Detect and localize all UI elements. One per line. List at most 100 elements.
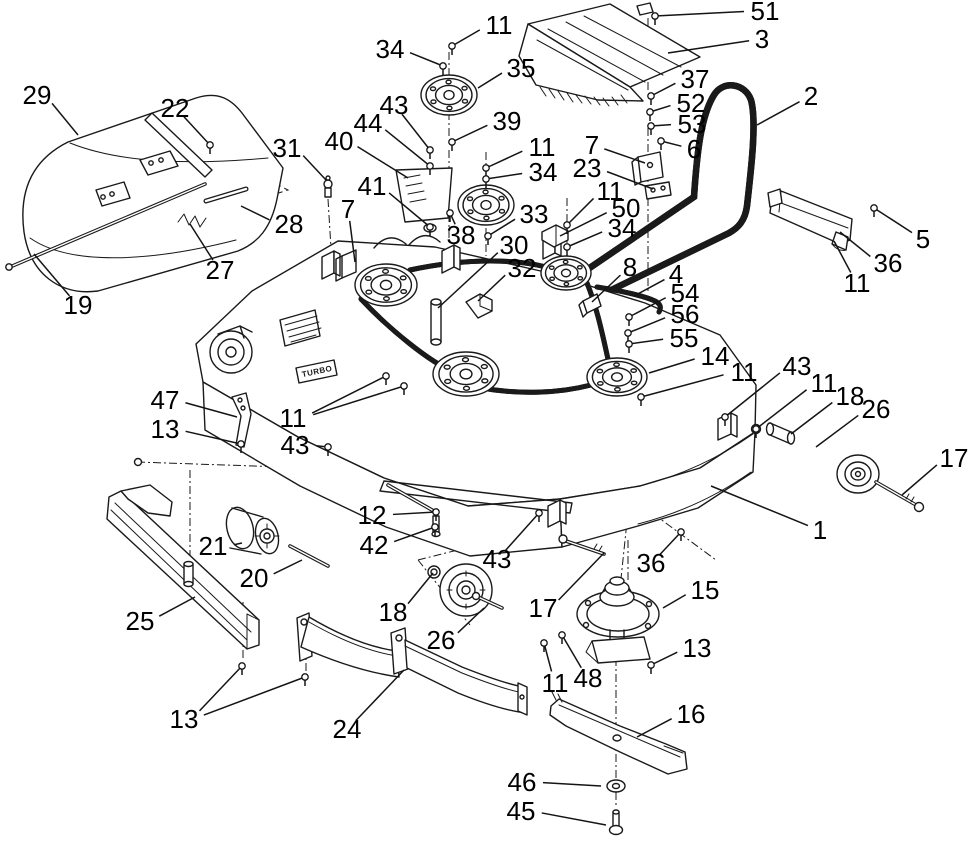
callout-40-13: 40 xyxy=(325,126,409,179)
callout-34-22: 34 xyxy=(563,213,637,256)
svg-text:13: 13 xyxy=(151,414,180,444)
svg-text:8: 8 xyxy=(623,252,637,282)
svg-text:34: 34 xyxy=(529,157,558,187)
svg-text:13: 13 xyxy=(170,704,199,734)
callout-26-59: 26 xyxy=(427,607,485,655)
callout-11-33: 11 xyxy=(637,357,758,406)
svg-text:36: 36 xyxy=(637,548,666,578)
callout-20-56: 20 xyxy=(240,559,303,593)
svg-text:7: 7 xyxy=(585,130,599,160)
spring-damper xyxy=(177,186,249,228)
callout-39-11: 39 xyxy=(448,106,522,151)
svg-text:36: 36 xyxy=(874,248,903,278)
hanger-bracket xyxy=(631,151,672,200)
callout-34-15: 34 xyxy=(482,157,558,188)
callout-21-55: 21 xyxy=(199,531,243,561)
svg-text:50: 50 xyxy=(612,193,641,223)
svg-text:11: 11 xyxy=(542,668,569,698)
pulley-2 xyxy=(540,255,592,291)
pulley-5 xyxy=(586,357,648,397)
svg-text:34: 34 xyxy=(376,34,405,64)
callout-14-32: 14 xyxy=(648,341,730,374)
callout-27-47: 27 xyxy=(189,223,234,285)
pulley-1 xyxy=(457,184,515,226)
svg-text:31: 31 xyxy=(273,133,302,163)
discharge-deflector xyxy=(518,2,701,107)
svg-text:11: 11 xyxy=(597,176,624,206)
svg-text:23: 23 xyxy=(573,153,602,183)
svg-text:41: 41 xyxy=(358,171,387,201)
svg-text:34: 34 xyxy=(608,213,637,243)
callout-11-14: 11 xyxy=(482,132,556,177)
callout-33-23: 33 xyxy=(484,199,549,245)
svg-text:52: 52 xyxy=(677,88,706,118)
callout-43-10: 43 xyxy=(380,90,434,159)
svg-text:33: 33 xyxy=(520,199,549,229)
callout-11-20: 11 xyxy=(563,176,624,234)
blade-washer xyxy=(606,779,626,793)
callout-56-30: 56 xyxy=(624,299,700,342)
svg-text:30: 30 xyxy=(500,230,529,260)
callout-16-69: 16 xyxy=(636,699,706,738)
callout-13-50: 13 xyxy=(151,414,245,453)
svg-text:16: 16 xyxy=(677,699,706,729)
svg-text:48: 48 xyxy=(574,663,603,693)
callout-53-4: 53 xyxy=(647,109,707,139)
svg-text:11: 11 xyxy=(811,368,838,398)
callout-1-39: 1 xyxy=(710,485,827,545)
callout-12-53: 12 xyxy=(358,500,440,530)
svg-text:7: 7 xyxy=(341,194,355,224)
callout-46-70: 46 xyxy=(508,767,602,797)
callout-36-41: 36 xyxy=(839,231,903,278)
svg-text:5: 5 xyxy=(916,224,930,254)
callout-31-45: 31 xyxy=(273,133,327,181)
callout-13-60: 13 xyxy=(170,662,309,734)
svg-text:18: 18 xyxy=(836,381,865,411)
svg-text:12: 12 xyxy=(358,500,387,530)
callout-11-51: 11 xyxy=(280,372,408,433)
svg-text:43: 43 xyxy=(783,351,812,381)
callout-7-18: 7 xyxy=(585,130,646,164)
svg-text:17: 17 xyxy=(529,593,558,623)
svg-text:53: 53 xyxy=(678,109,707,139)
svg-text:4: 4 xyxy=(669,259,683,289)
callout-30-25: 30 xyxy=(437,230,529,309)
svg-text:40: 40 xyxy=(325,126,354,156)
svg-text:29: 29 xyxy=(23,80,52,110)
svg-text:54: 54 xyxy=(671,278,700,308)
callout-42-54: 42 xyxy=(360,523,439,560)
callout-24-61: 24 xyxy=(333,669,405,744)
svg-text:39: 39 xyxy=(493,106,522,136)
svg-text:6: 6 xyxy=(687,134,701,164)
callout-47-49: 47 xyxy=(151,385,238,418)
callout-50-21: 50 xyxy=(559,193,641,237)
svg-text:1: 1 xyxy=(813,515,827,545)
lower-baffle xyxy=(296,612,528,716)
pulleys xyxy=(354,74,648,397)
callout-43-62: 43 xyxy=(483,509,543,574)
svg-text:22: 22 xyxy=(161,93,190,123)
gauge-wheel-right xyxy=(750,422,925,513)
svg-text:32: 32 xyxy=(508,253,537,283)
svg-text:18: 18 xyxy=(379,597,408,627)
svg-text:56: 56 xyxy=(671,299,700,329)
callout-22-44: 22 xyxy=(161,93,214,154)
callout-18-58: 18 xyxy=(379,572,434,627)
svg-text:35: 35 xyxy=(507,53,536,83)
svg-text:28: 28 xyxy=(275,209,304,239)
svg-text:14: 14 xyxy=(701,341,730,371)
blade-bolt xyxy=(608,809,624,836)
svg-text:47: 47 xyxy=(151,385,180,415)
spindle-assembly xyxy=(576,576,660,664)
svg-text:25: 25 xyxy=(126,606,155,636)
callout-25-57: 25 xyxy=(126,596,196,636)
latch-arm xyxy=(231,392,252,448)
svg-text:26: 26 xyxy=(427,625,456,655)
svg-text:45: 45 xyxy=(507,796,536,826)
callout-11-35: 11 xyxy=(752,368,838,438)
svg-text:21: 21 xyxy=(199,531,228,561)
callout-29-43: 29 xyxy=(23,80,79,136)
svg-text:3: 3 xyxy=(755,24,769,54)
callout-43-34: 43 xyxy=(721,351,812,426)
